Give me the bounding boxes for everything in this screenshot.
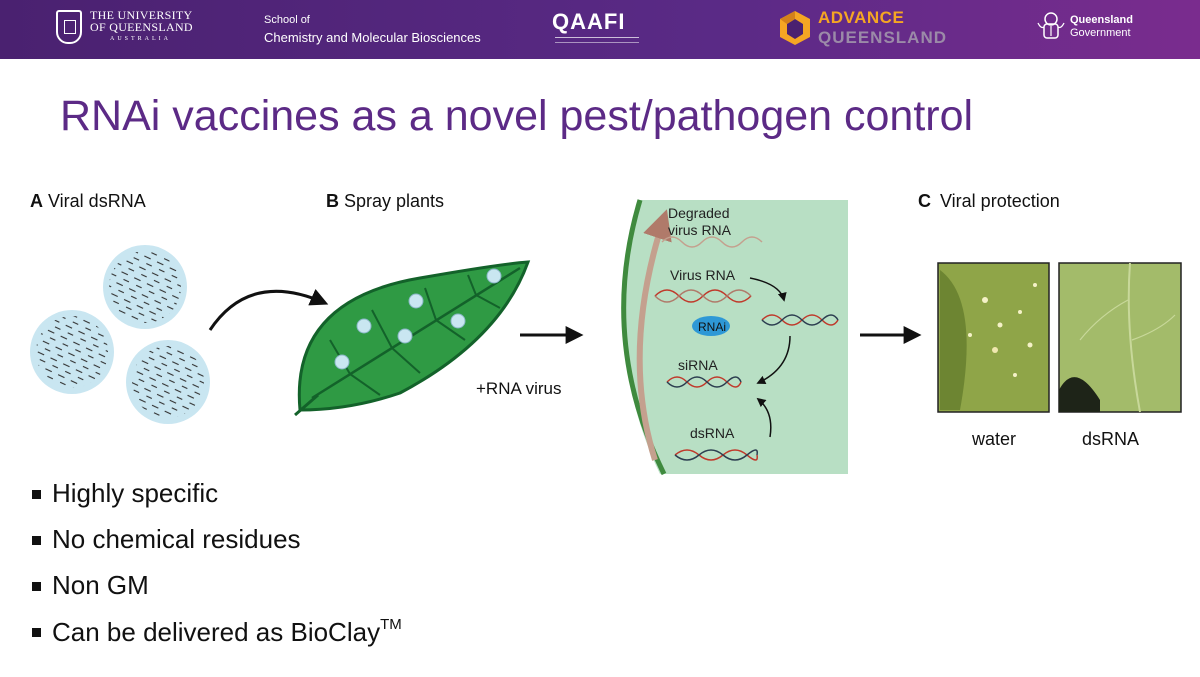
panel-b-text: Spray plants: [344, 191, 445, 211]
panel-c-text: Viral protection: [940, 191, 1060, 211]
panel-c-letter: C: [918, 191, 931, 211]
label-degraded-line2: virus RNA: [668, 222, 732, 238]
label-virus: +RNA virus: [476, 379, 562, 398]
label-sirna: siRNA: [678, 357, 718, 373]
school-name: School of Chemistry and Molecular Biosci…: [264, 12, 481, 46]
bullet-item: No chemical residues: [30, 524, 402, 570]
trademark-superscript: TM: [380, 616, 402, 633]
panel-b-letter: B: [326, 191, 339, 211]
qld-line1: Queensland: [1070, 14, 1133, 26]
photo-dsrna-treated-leaf: [1058, 262, 1182, 413]
school-line2: Chemistry and Molecular Biosciences: [264, 30, 481, 45]
qaafi-logo: QAAFI: [552, 9, 626, 34]
header-bar: THE UNIVERSITY OF QUEENSLAND AUSTRALIA S…: [0, 0, 1200, 59]
uq-name-line3: AUSTRALIA: [110, 36, 171, 42]
photo-water-treated-leaf: [937, 262, 1050, 413]
panel-a-letter: A: [30, 191, 43, 211]
uq-crest-icon: [56, 10, 82, 44]
bullet-item: Non GM: [30, 570, 402, 616]
advance-queensland-text: QUEENSLAND: [818, 28, 948, 47]
uq-logo: THE UNIVERSITY OF QUEENSLAND AUSTRALIA: [56, 9, 193, 45]
qld-line2: Government: [1070, 27, 1131, 39]
label-degraded-line1: Degraded: [668, 205, 730, 221]
qaafi-tagline-graphic: [555, 37, 639, 43]
slide-title: RNAi vaccines as a novel pest/pathogen c…: [60, 92, 974, 140]
benefits-list: Highly specific No chemical residues Non…: [30, 478, 402, 662]
uq-name-line2: OF QUEENSLAND: [90, 20, 193, 34]
cell-diagram: [621, 199, 848, 476]
advance-text: ADVANCE: [818, 8, 905, 27]
queensland-government: Queensland Government: [1070, 14, 1133, 40]
label-virus-rna: Virus RNA: [670, 267, 736, 283]
label-dsrna: dsRNA: [690, 425, 735, 441]
uq-name-line1: THE UNIVERSITY: [90, 8, 193, 22]
school-line1: School of: [264, 14, 310, 26]
bullet-item: Highly specific: [30, 478, 402, 524]
bullet-item: Can be delivered as BioClayTM: [30, 616, 402, 662]
queensland-crest-icon: [1037, 12, 1065, 39]
arrow-a-to-b: [208, 288, 329, 331]
caption-water: water: [972, 429, 1017, 449]
bullet-text: Can be delivered as BioClay: [52, 617, 381, 647]
label-rnai: RNAi: [698, 320, 726, 334]
advance-queensland-icon: [780, 11, 810, 45]
panel-c-label: C Viral protection: [918, 191, 1060, 212]
caption-dsrna: dsRNA: [1082, 429, 1140, 449]
leaf-illustration: [294, 260, 531, 417]
dsrna-particles: [30, 245, 210, 424]
panel-a-text: Viral dsRNA: [48, 191, 146, 211]
